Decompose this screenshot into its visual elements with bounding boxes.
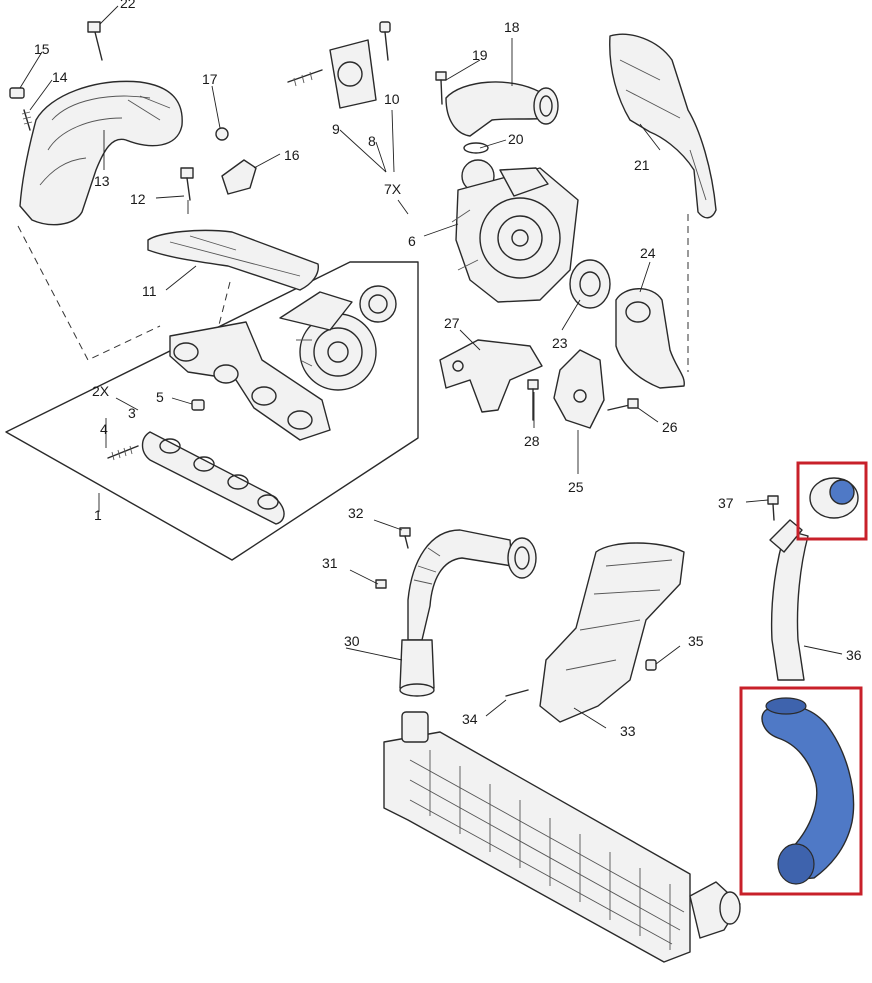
callout-28: 28: [524, 433, 540, 449]
highlight-box-fitting: [796, 461, 868, 541]
callout-1: 1: [94, 507, 102, 523]
bolt-34: [505, 689, 529, 697]
callout-9: 9: [332, 121, 340, 137]
callout-31: 31: [322, 555, 338, 571]
callout-12: 12: [130, 191, 146, 207]
bolt-31: [375, 579, 387, 589]
highlight-box-hose: [739, 686, 863, 896]
callout-24: 24: [640, 245, 656, 261]
callout-5: 5: [156, 389, 164, 405]
bolt-37: [767, 495, 779, 521]
stud-4: [107, 445, 139, 461]
intake-hose-32: [407, 529, 537, 641]
callout-33: 33: [620, 723, 636, 739]
stud-9: [287, 69, 323, 87]
callout-22: 22: [120, 0, 136, 11]
callout-35: 35: [688, 633, 704, 649]
coupling-30: [399, 639, 435, 697]
callout-21: 21: [634, 157, 650, 173]
callout-3: 3: [128, 405, 136, 421]
nut-35: [645, 659, 657, 671]
leader-lines: [19, 5, 843, 729]
callout-19: 19: [472, 47, 488, 63]
callout-11: 11: [142, 283, 157, 299]
o-ring-20: [463, 142, 489, 154]
callout-17: 17: [202, 71, 218, 87]
callout-27: 27: [444, 315, 460, 331]
callout-16: 16: [284, 147, 300, 163]
callout-6: 6: [408, 233, 416, 249]
gasket-8: [329, 39, 377, 109]
intercooler: [383, 711, 741, 963]
bracket-25: [553, 349, 605, 429]
manifold-shield-11: [147, 229, 319, 291]
callout-25: 25: [568, 479, 584, 495]
manifold-turbo-assembly: [169, 285, 397, 441]
manifold-gasket-3: [141, 431, 285, 525]
bolt-19: [435, 71, 447, 105]
callout-13: 13: [94, 173, 110, 189]
nut-17: [215, 127, 229, 141]
callout-4: 4: [100, 421, 108, 437]
bolt-12: [180, 167, 194, 201]
nut-5: [191, 399, 205, 411]
turbo-outlet-18: [445, 81, 559, 137]
intake-hose-36: [769, 477, 859, 681]
callout-7x: 7X: [384, 181, 402, 197]
nut-15: [9, 87, 25, 99]
bolt-26: [607, 398, 639, 411]
callout-36: 36: [846, 647, 862, 663]
bolt-32: [399, 527, 411, 549]
callout-32: 32: [348, 505, 364, 521]
gasket-23: [569, 259, 611, 309]
callout-20: 20: [508, 131, 524, 147]
heat-shield-13: [19, 80, 183, 226]
callout-15: 15: [34, 41, 50, 57]
bolt-14: [21, 109, 33, 131]
callout-34: 34: [462, 711, 478, 727]
heat-shield-21: [609, 33, 717, 372]
heat-shield-24: [615, 288, 685, 389]
callout-10: 10: [384, 91, 400, 107]
highlighted-intercooler-hose: [761, 697, 855, 885]
air-duct-33: [539, 542, 685, 723]
highlighted-fitting: [829, 479, 855, 505]
bracket-16: [221, 159, 257, 195]
bracket-27: [439, 339, 543, 413]
callout-18: 18: [504, 19, 520, 35]
turbocharger-6: [451, 159, 579, 303]
stud-22: [87, 21, 103, 61]
callout-2x: 2X: [92, 383, 110, 399]
callout-37: 37: [718, 495, 734, 511]
assembly-frame: [5, 225, 419, 561]
callout-labels: 22 15 14 13 12 17 16 11 2X 5 3 4 1 10 9 …: [34, 0, 862, 739]
callout-8: 8: [368, 133, 376, 149]
bolt-10: [379, 21, 391, 61]
callout-23: 23: [552, 335, 568, 351]
callout-14: 14: [52, 69, 68, 85]
bolt-28: [527, 379, 539, 421]
callout-26: 26: [662, 419, 678, 435]
callout-30: 30: [344, 633, 360, 649]
